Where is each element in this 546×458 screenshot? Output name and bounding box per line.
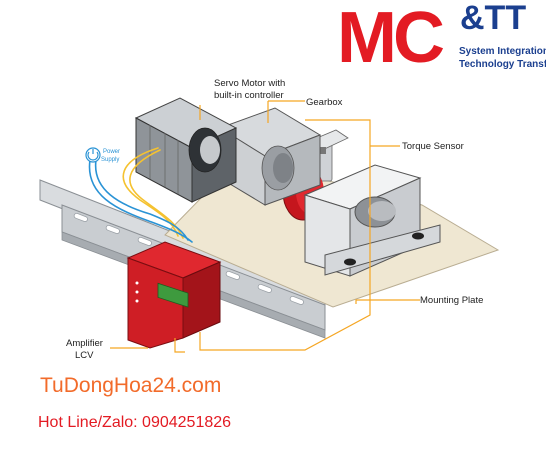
servo-motor-label-line1: Servo Motor with	[214, 78, 285, 89]
amplifier-module	[126, 241, 222, 349]
company-logo-amp-tt: &TT	[460, 0, 527, 37]
servo-motor	[134, 97, 238, 203]
bearing-block	[303, 164, 441, 277]
website-text: TuDongHoa24.com	[40, 374, 222, 397]
hotline-text: Hot Line/Zalo: 0904251826	[38, 414, 232, 431]
torque-sensor-label: Torque Sensor	[402, 141, 464, 152]
power-supply-icon	[85, 147, 101, 163]
signal-cables	[88, 147, 193, 243]
lcv-label: LCV	[75, 350, 94, 361]
callout-lines	[110, 100, 420, 353]
power-supply-label-line1: Power	[103, 149, 120, 155]
logo-tagline-system-integration: System Integration	[459, 46, 546, 57]
mounting-plate-label: Mounting Plate	[420, 295, 483, 306]
power-supply-label-line2: Supply	[101, 157, 119, 163]
gearbox-label: Gearbox	[306, 97, 343, 108]
logo-tagline-technology-transfer: Technology Transfer	[459, 59, 546, 70]
gearbox	[218, 107, 322, 206]
servo-motor-label-line2: built-in controller	[214, 90, 284, 101]
amplifier-label: Amplifier	[66, 338, 103, 349]
company-logo-mc: MC	[337, 0, 445, 78]
